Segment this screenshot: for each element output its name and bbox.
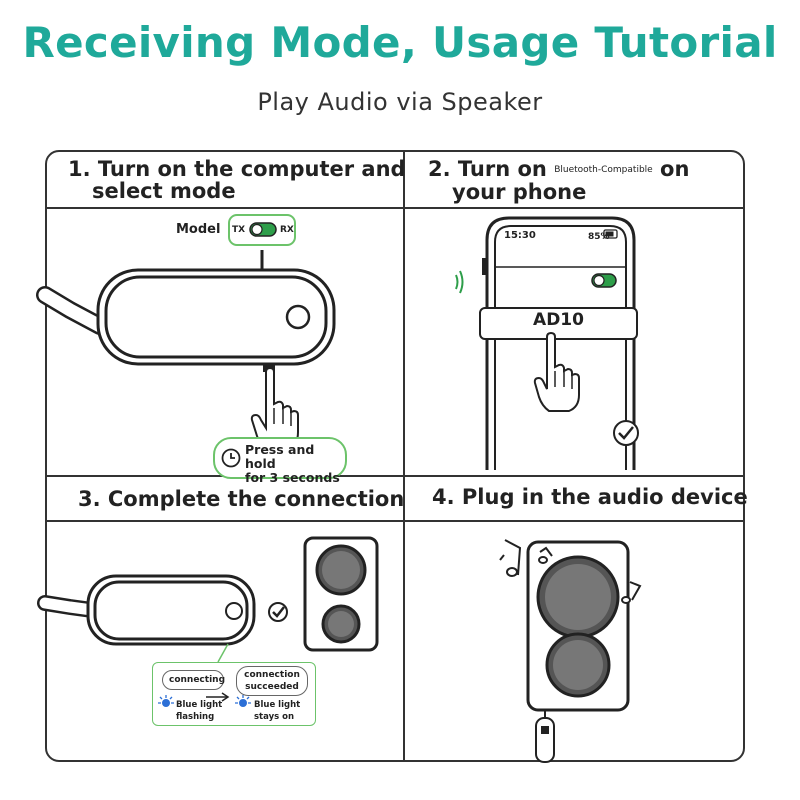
- phone-battery: 85%: [588, 232, 610, 242]
- press-hold-callout: Press and hold for 3 seconds: [213, 437, 347, 485]
- flash-line1: Blue light: [176, 700, 223, 710]
- music-note-icon-2: [538, 546, 553, 564]
- connection-succeeded-pill: connection succeeded: [236, 666, 308, 696]
- status-callout: [152, 662, 316, 726]
- music-note-icon: [499, 539, 522, 577]
- press-hold-line2: for 3 seconds: [245, 470, 340, 485]
- phone-time: 15:30: [504, 230, 536, 241]
- step2-title-pre: 2. Turn on: [428, 157, 555, 181]
- tx-label: TX: [232, 225, 246, 235]
- tutorial-grid: [45, 150, 745, 762]
- blue-light-steady-icon: [235, 695, 251, 707]
- step1-title: 1. Turn on the computer and select mode: [68, 158, 406, 202]
- audio-plug-icon: [535, 717, 555, 763]
- blue-light-flashing-text: Blue light flashing: [176, 699, 222, 723]
- finger-press-hand-icon: [250, 366, 299, 453]
- signal-waves-icon: [455, 270, 464, 294]
- speaker-icon: [303, 536, 379, 652]
- step2-title: 2. Turn on Bluetooth-Compatible on your …: [428, 158, 689, 203]
- grid-divider-middle: [45, 475, 745, 477]
- page-subtitle: Play Audio via Speaker: [257, 88, 543, 116]
- tap-hand-icon: [533, 331, 580, 412]
- step2-title-bluetooth: Bluetooth-Compatible: [554, 165, 653, 175]
- grid-divider-vertical: [403, 150, 405, 762]
- page-title: Receiving Mode, Usage Tutorial: [22, 18, 778, 67]
- grid-divider-row1-header: [45, 207, 745, 209]
- blue-light-flashing-icon: [158, 695, 174, 707]
- grid-divider-row2-header: [45, 520, 745, 522]
- succeeded-line1: connection: [244, 670, 300, 680]
- press-hold-line1: Press and hold: [245, 442, 315, 471]
- step2-title-line2: your phone: [452, 180, 587, 204]
- rx-label: RX: [280, 225, 294, 235]
- step1-title-line1: 1. Turn on the computer and: [68, 157, 406, 181]
- large-speaker-icon: [526, 540, 630, 712]
- clock-icon: [221, 448, 241, 468]
- connected-check-icon: [268, 602, 288, 622]
- press-hold-text: Press and hold for 3 seconds: [245, 443, 345, 485]
- step3-title: 3. Complete the connection: [78, 487, 405, 511]
- step4-title: 4. Plug in the audio device: [432, 485, 748, 509]
- succeeded-line2: succeeded: [245, 682, 299, 692]
- stays-line2: stays on: [254, 712, 295, 722]
- step2-title-post: on: [652, 157, 690, 181]
- mode-label: Model: [176, 222, 221, 237]
- stays-line1: Blue light: [254, 700, 301, 710]
- blue-light-stays-text: Blue light stays on: [254, 699, 300, 723]
- step1-title-line2: select mode: [92, 179, 236, 203]
- connecting-pill: connecting: [162, 670, 225, 690]
- flash-line2: flashing: [176, 712, 215, 722]
- bluetooth-device-name[interactable]: AD10: [533, 310, 584, 330]
- checkmark-circle-icon: [613, 420, 639, 446]
- music-note-icon-3: [621, 581, 642, 604]
